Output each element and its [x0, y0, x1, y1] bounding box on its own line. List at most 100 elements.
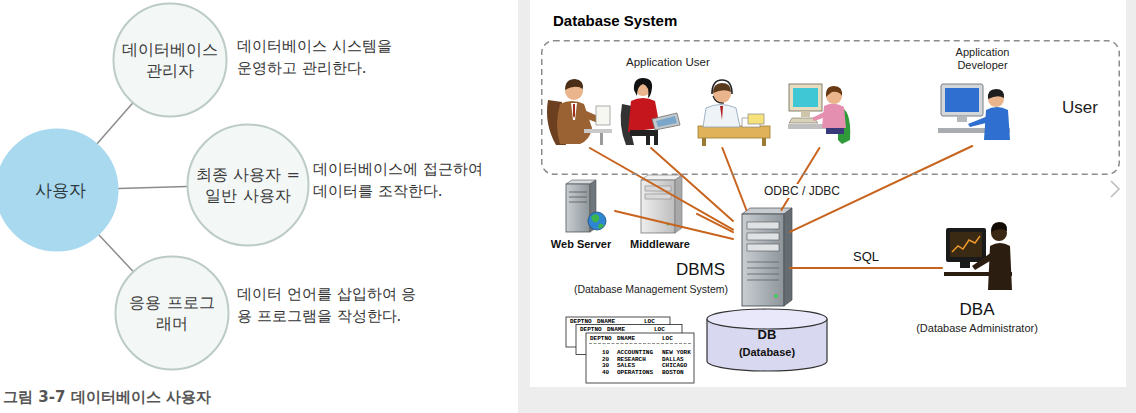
- table-cell: LOC: [654, 327, 665, 333]
- circle-outline: [116, 257, 229, 370]
- dbms-server-icon-part: [747, 233, 779, 240]
- developer-figure-part: [968, 116, 990, 127]
- user-figure-3-part: [748, 114, 764, 124]
- table-cell: SALES: [617, 363, 635, 369]
- user-figure-3-part: [703, 105, 740, 128]
- cylinder-top: [707, 309, 827, 329]
- circle-outline: [188, 125, 309, 246]
- dba-node: DBA(Database Administrator): [942, 214, 1012, 292]
- connector-line: [119, 187, 187, 189]
- dbms-server-icon-part: [747, 268, 779, 269]
- user-figure-4-part: [789, 84, 822, 111]
- dba-figure: [944, 222, 1012, 290]
- user-region: User Application User Application Develope…: [541, 40, 1120, 175]
- group-label: Application User: [626, 56, 710, 68]
- panel-frame: [518, 0, 1136, 413]
- dbms-server-icon-part: [747, 274, 779, 275]
- right-panel: [518, 0, 1136, 413]
- web-server-icon-part: [588, 212, 606, 230]
- developer-figure-part: [957, 116, 967, 122]
- user-figure-1-part: [557, 101, 592, 144]
- table-cell: BOSTON: [662, 370, 684, 376]
- node-sublabel: (Database Administrator): [916, 322, 1038, 334]
- circle-outline: [0, 130, 118, 251]
- user-figure-2-part: [652, 113, 680, 130]
- user-figure-2-part: [656, 116, 677, 127]
- role-name: 응용 프로그래머: [127, 292, 217, 334]
- table-cell: RESEARCH: [617, 357, 646, 363]
- node-label: DBMS: [676, 260, 725, 280]
- table-cell: ACCOUNTING: [617, 350, 653, 356]
- table-sheets-part: [589, 343, 691, 344]
- user-figure-4-part: [812, 112, 826, 121]
- user-figure-2-part: [654, 134, 658, 145]
- role-circle: 응용 프로그래머: [114, 255, 230, 371]
- user-figure-2-part: [634, 78, 652, 98]
- user-figure-2-part: [646, 134, 650, 145]
- web-server-icon-part: [591, 214, 599, 222]
- middleware-node: Middleware: [623, 173, 697, 250]
- user-figure-4-part: [793, 88, 818, 107]
- table-cell: DEPTNO: [580, 327, 602, 333]
- developer-figure-part: [988, 89, 1004, 99]
- dbms-server-icon-part: [747, 244, 779, 251]
- user-figure-3-part: [713, 83, 731, 93]
- user-figure-4-part: [826, 86, 842, 97]
- dba-figure-part: [972, 252, 995, 270]
- developer-figure: [938, 84, 1010, 140]
- user-figure-1-part: [584, 129, 612, 133]
- role-circle-outline: [114, 255, 230, 371]
- role-circle-outline: [186, 123, 310, 247]
- table-cell: DNAME: [617, 336, 635, 342]
- user-figure-3: [698, 80, 770, 146]
- user-figure-1-part: [596, 106, 610, 125]
- web-server-icon-part: [566, 184, 590, 232]
- role-circle: 데이터베이스 관리자: [112, 2, 228, 118]
- user-figure-1-part: [565, 79, 583, 90]
- table-cell: LOC: [662, 336, 673, 342]
- region-label: User: [1062, 98, 1098, 118]
- application-developer-group: Application Developer: [935, 45, 1030, 146]
- user-figure-3-part: [698, 126, 770, 138]
- role-name: 최종 사용자 = 일반 사용자: [194, 164, 302, 206]
- user-figure-3-part: [762, 138, 766, 146]
- table-cell: DNAME: [607, 327, 625, 333]
- middleware-icon-part: [645, 194, 671, 199]
- role-circle-outline: [112, 2, 228, 118]
- connector-line: [790, 267, 942, 269]
- node-label: DB: [758, 327, 777, 342]
- node-sublabel: (Database): [739, 345, 795, 359]
- user-figure-2: [621, 78, 680, 145]
- circle-outline: [114, 4, 227, 117]
- database-cylinder: DB (Database): [706, 308, 828, 372]
- dba-figure-part: [952, 236, 980, 252]
- user-figure-4-part: [826, 128, 844, 134]
- dba-figure-part: [950, 232, 982, 257]
- web-server-icon-part: [569, 202, 587, 203]
- user-figure-3-part: [702, 138, 706, 146]
- dbms-server-icon-part: [747, 280, 779, 281]
- interface-label: ODBC / JDBC: [762, 184, 842, 198]
- user-figure-1-part: [571, 103, 577, 120]
- table-cell: DALLAS: [662, 357, 684, 363]
- role-name: 데이터베이스 관리자: [120, 39, 220, 81]
- table-cell: NEW YORK: [662, 350, 691, 356]
- node-label: Web Server: [551, 238, 611, 250]
- dbms-server-icon-part: [742, 208, 792, 214]
- developer-figure-part: [984, 107, 1010, 140]
- user-figure-1-part: [573, 104, 575, 118]
- dbms-server-icon-part: [742, 214, 784, 306]
- figure-caption: 그림 3-7 데이터베이스 사용자: [3, 388, 211, 407]
- dashed-region: [542, 41, 1120, 175]
- table-cell: OPERATIONS: [617, 370, 653, 376]
- role-description: 데이터베이스에 접근하여 데이터를 조작한다.: [313, 158, 493, 202]
- table-cell: DEPTNO: [590, 336, 612, 342]
- user-figure-4: [788, 84, 850, 144]
- role-description: 데이터 언어를 삽입하여 응용 프로그램을 작성한다.: [237, 283, 425, 327]
- table-cell: 20: [602, 357, 609, 363]
- connector-line: [97, 103, 132, 143]
- web-server-icon: [566, 180, 606, 232]
- panel-ground: [530, 0, 1126, 387]
- application-user-group: Application User: [545, 54, 855, 148]
- web-server-node: Web Server: [547, 178, 615, 250]
